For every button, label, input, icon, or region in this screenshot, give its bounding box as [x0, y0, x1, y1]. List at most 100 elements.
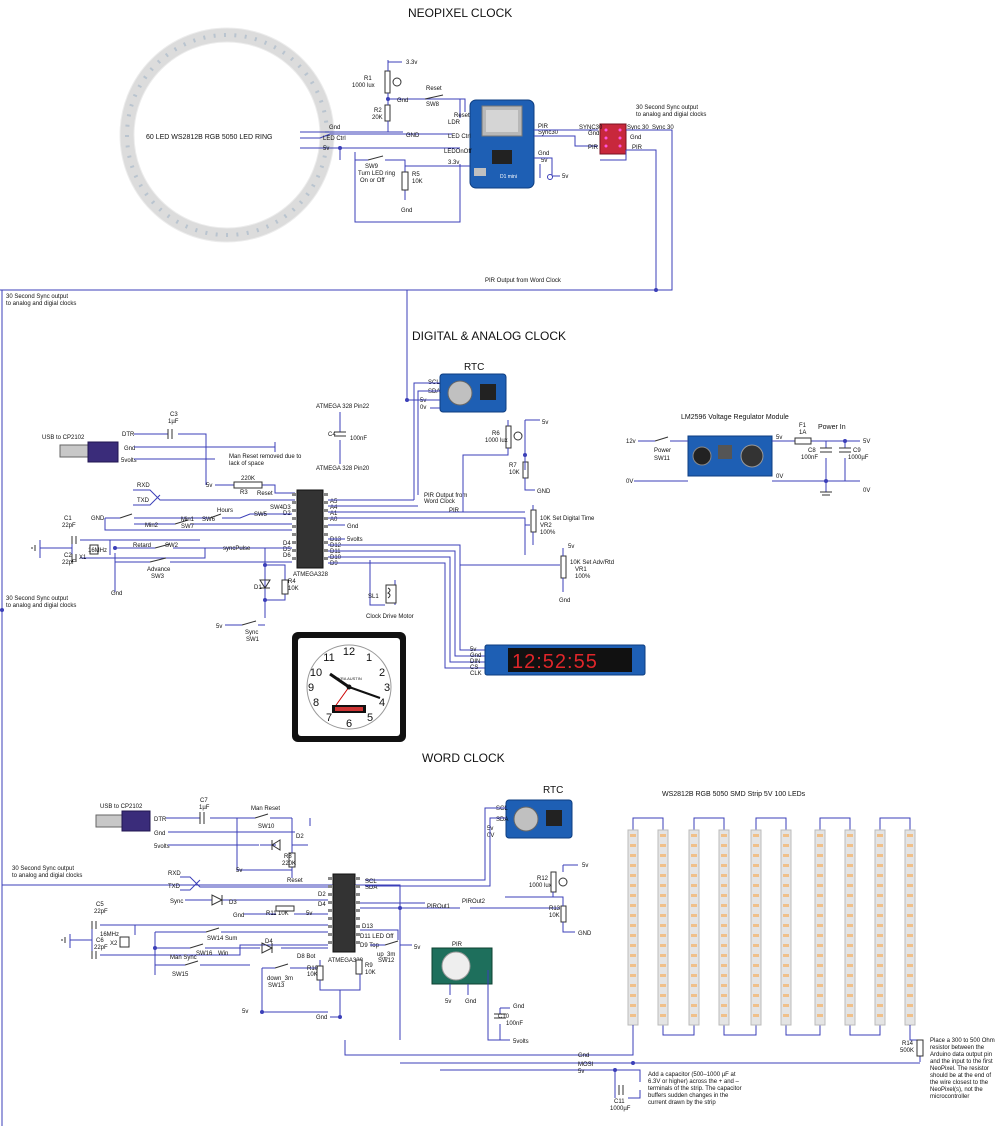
word-5v-net2: 5v	[242, 1009, 248, 1015]
r4-label: R4	[288, 579, 296, 585]
sw9-label: SW9	[365, 164, 379, 170]
r6-label: R6	[492, 431, 500, 437]
svg-text:D4: D4	[283, 541, 291, 547]
r9-label: R9	[365, 963, 373, 969]
retard-label: Retard	[133, 543, 151, 549]
c1-value: 22pF	[62, 523, 76, 529]
c6-value: 22pF	[94, 945, 108, 951]
svg-text:D2: D2	[318, 892, 326, 898]
led-ring-label: 60 LED WS2812B RGB 5050 LED RING	[146, 134, 272, 141]
wemos-5v-label: 5v	[541, 158, 547, 164]
analog-wall-clock	[292, 632, 406, 742]
title-word-clock: WORD CLOCK	[422, 751, 505, 765]
r6-5v: 5v	[542, 420, 548, 426]
sl1-label: SL1	[368, 594, 379, 600]
r6-ldr	[505, 425, 523, 449]
svg-text:D11: D11	[330, 549, 341, 555]
vr1-label-2: VR1	[575, 567, 587, 573]
ring-5v-label: 5v	[323, 146, 329, 152]
x1-label: X1	[79, 555, 87, 561]
svg-text:6.3V or higher) across the + a: 6.3V or higher) across the + and –	[648, 1079, 740, 1085]
sync-label: Sync	[245, 630, 258, 636]
strip-title: WS2812B RGB 5050 SMD Strip 5V 100 LEDs	[662, 791, 806, 798]
svg-text:7: 7	[326, 712, 332, 724]
sw9-desc-2: On or Off	[360, 178, 385, 184]
strip-5v: 5v	[578, 1069, 584, 1075]
svg-text:4: 4	[379, 697, 385, 709]
r11-label: R11	[266, 911, 277, 917]
sw-gnd2-label: Gnd	[111, 591, 122, 597]
r2-value: 20K	[372, 115, 383, 121]
reset-label: Reset	[257, 491, 273, 497]
r13-gnd: GND	[578, 931, 592, 937]
rtc2-scl: SCL	[496, 806, 508, 812]
reg-0v-in: 0V	[626, 479, 633, 485]
led-strip-array	[627, 817, 916, 1036]
c4-label: C4	[328, 432, 336, 438]
r10-label: R10	[307, 966, 319, 972]
left-sync-note-1: 30 Second Sync output	[6, 294, 68, 300]
pir-5v: 5v	[445, 999, 451, 1005]
usb1-gnd: Gnd	[124, 446, 135, 452]
c11-label: C11	[614, 1099, 625, 1105]
d8-label: D8 Bot	[297, 954, 316, 960]
d9-label: D9 Top	[360, 943, 380, 949]
svg-text:A5: A5	[330, 499, 338, 505]
atmega328-chip-2	[328, 873, 360, 953]
x1-crystal	[89, 544, 99, 555]
svg-text:D9: D9	[330, 561, 338, 567]
usb1-dtr: DTR	[122, 432, 135, 438]
d11-label: D11 LED Off	[360, 934, 394, 940]
reg-0v-out: 0V	[776, 474, 783, 480]
x2-crystal	[119, 936, 130, 948]
power-in-label: Power In	[818, 424, 846, 431]
reg-5v-out: 5V	[863, 439, 870, 445]
r12-value: 1000 lux	[529, 883, 552, 889]
svg-text:Place a 300 to 500 Ohm: Place a 300 to 500 Ohm	[930, 1038, 995, 1044]
rtc2-0v: 0V	[487, 833, 494, 839]
motor-label: Clock Drive Motor	[366, 614, 414, 620]
pir-label: PIR	[452, 942, 463, 948]
svg-text:resistor between the: resistor between the	[930, 1045, 985, 1051]
word-gnd-net: Gnd	[316, 1015, 327, 1021]
svg-text:D13: D13	[362, 924, 374, 930]
r3-label: R3	[240, 490, 248, 496]
svg-text:DIN: DIN	[470, 659, 480, 665]
syncpulse-label: syncPulse	[223, 546, 251, 552]
r11-value: 10K	[278, 911, 289, 917]
r13-resistor	[560, 905, 567, 923]
sw2-label: SW2	[165, 543, 179, 549]
v33-label: 3.3v	[406, 60, 417, 66]
sw8-reset-label: Reset	[426, 86, 442, 92]
fuse-f1	[794, 437, 812, 445]
svg-text:D10: D10	[330, 555, 342, 561]
man-sync-label: Man Sync	[170, 955, 197, 961]
vr2-label-2: VR2	[540, 523, 552, 529]
svg-text:current drawn by the strip: current drawn by the strip	[648, 1100, 716, 1106]
svg-text:9: 9	[308, 682, 314, 694]
sw9-desc-1: Turn LED ring	[358, 171, 395, 177]
ls-gnd-label: Gnd	[630, 135, 641, 141]
seven-segment-display	[484, 644, 646, 676]
r6-value: 1000 lux	[485, 438, 508, 444]
word-txd: TXD	[168, 884, 181, 890]
svg-text:D3: D3	[283, 505, 291, 511]
neopixel-sync-note-2: to analog and digial clocks	[636, 112, 706, 118]
svg-text:D1 mini: D1 mini	[500, 174, 517, 180]
word-sync-note-2: to analog and digial clocks	[12, 873, 82, 879]
x2-label: X2	[110, 941, 118, 947]
pirout2-label: PIROut2	[462, 899, 486, 905]
atmega2-pins: D2 D4 D13	[318, 892, 374, 930]
atmega328-chip-1	[292, 489, 328, 569]
r8-resistor	[288, 852, 296, 868]
svg-text:NeoPixel(s), not the: NeoPixel(s), not the	[930, 1087, 983, 1093]
svg-text:buffers sudden changes in the: buffers sudden changes in the	[648, 1093, 729, 1099]
word-sync-note-1: 30 Second Sync output	[12, 866, 74, 872]
r1-ldr	[384, 70, 402, 122]
r13-value: 10K	[549, 913, 560, 919]
win-label: Win	[218, 951, 228, 957]
svg-text:and the input to the first: and the input to the first	[930, 1059, 993, 1065]
rtc-title-1: RTC	[464, 362, 484, 373]
level-shifter	[599, 123, 627, 155]
c5-value: 22pF	[94, 909, 108, 915]
